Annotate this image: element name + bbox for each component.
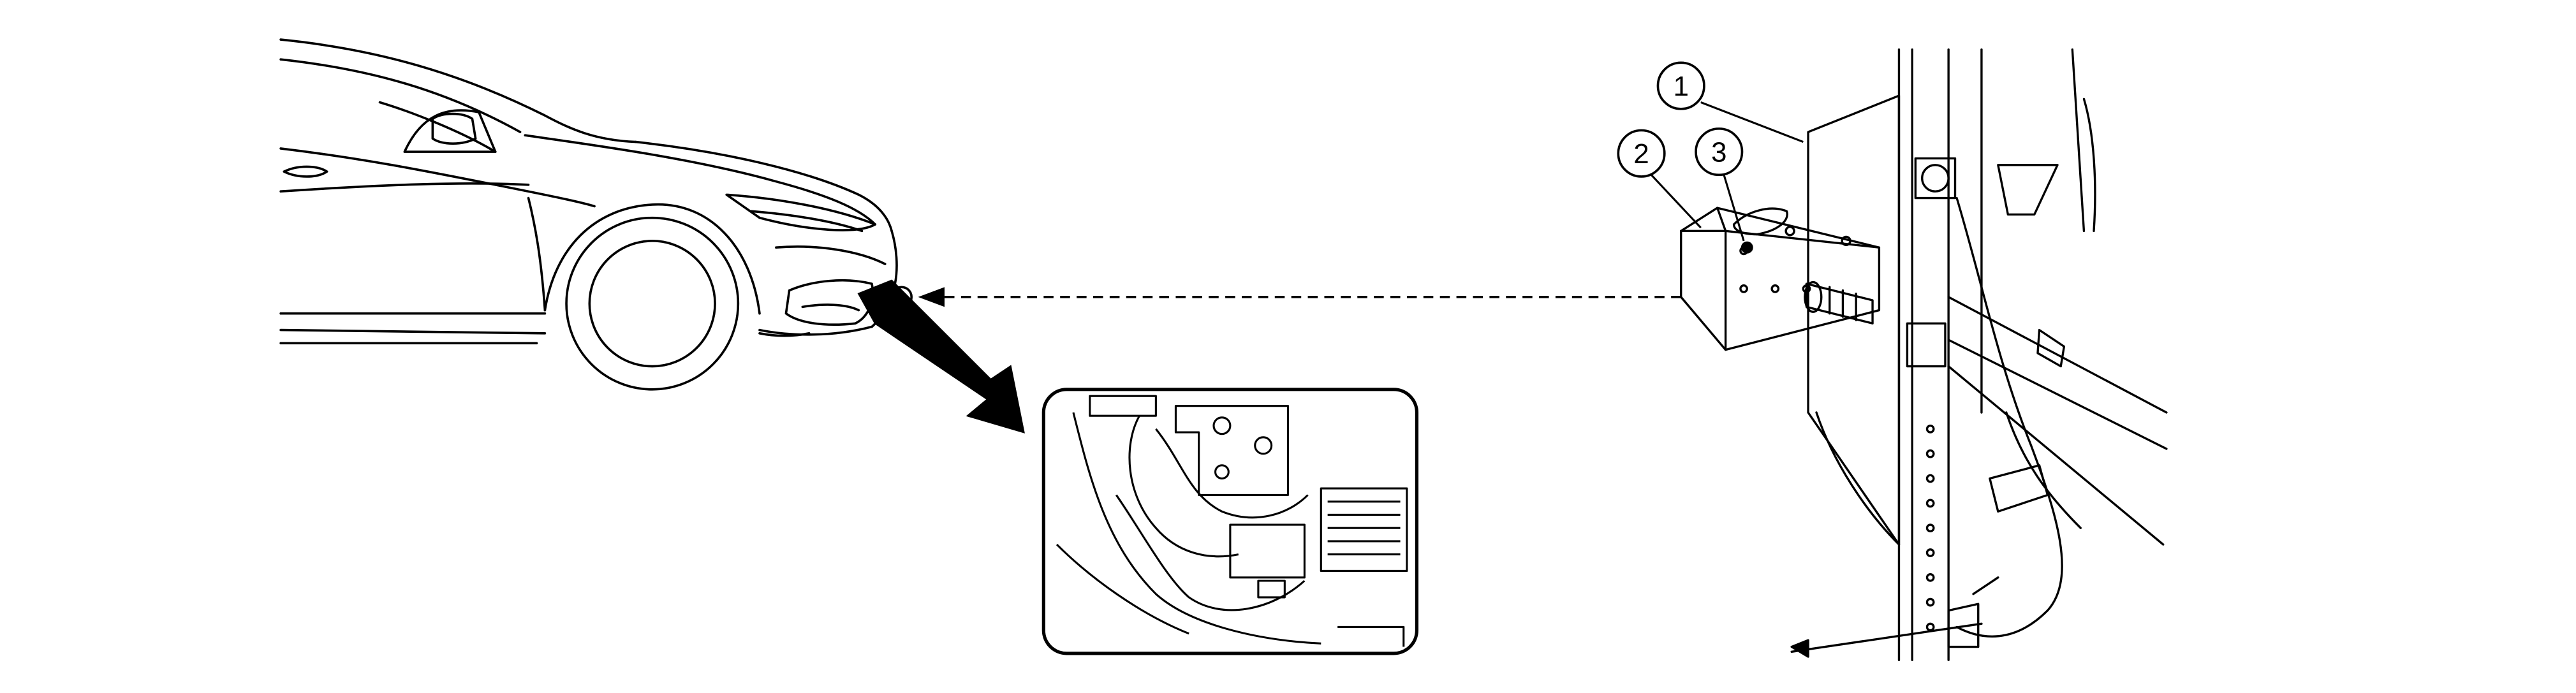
callout-1: 1 bbox=[1656, 61, 1804, 143]
callout-1-label: 1 bbox=[1673, 71, 1688, 102]
alignment-arrow bbox=[918, 287, 1681, 307]
callout-2-label: 2 bbox=[1633, 138, 1649, 170]
inset-detail-view bbox=[1041, 388, 1419, 655]
vehicle-illustration bbox=[279, 38, 913, 391]
detail-arrow bbox=[857, 279, 1025, 434]
post-holes bbox=[1925, 425, 1935, 632]
callout-3-label: 3 bbox=[1711, 137, 1726, 168]
aiming-tool-illustration bbox=[1680, 48, 2168, 661]
callout-2: 2 bbox=[1617, 129, 1702, 229]
callout-3: 3 bbox=[1695, 128, 1745, 242]
